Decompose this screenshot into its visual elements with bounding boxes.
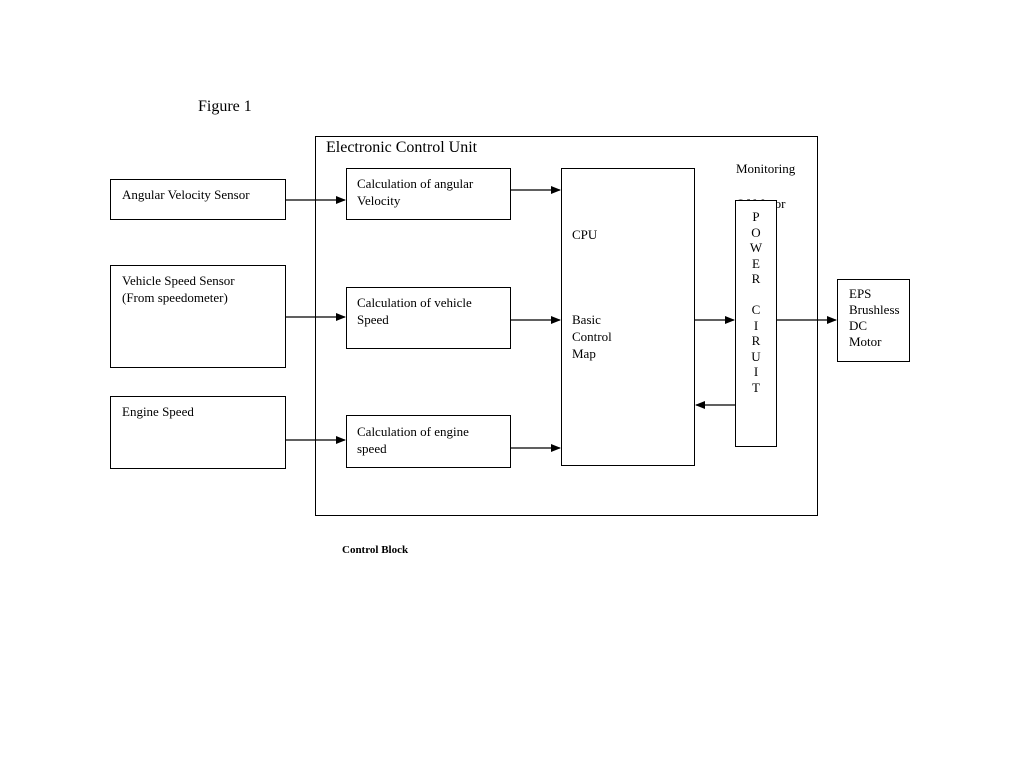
- power-circuit-label: P O W E R C I R U I T: [749, 209, 763, 395]
- engine-speed-label: Engine Speed: [122, 404, 194, 419]
- ecu-title: Electronic Control Unit: [326, 139, 478, 156]
- calc-vehicle-speed-box: Calculation of vehicle Speed: [346, 287, 511, 349]
- angular-velocity-sensor-box: Angular Velocity Sensor: [110, 179, 286, 220]
- engine-speed-box: Engine Speed: [110, 396, 286, 469]
- power-circuit-box: P O W E R C I R U I T: [735, 200, 777, 447]
- angular-velocity-sensor-label: Angular Velocity Sensor: [122, 187, 250, 202]
- monitoring-label: Monitoring: [736, 161, 796, 176]
- calc-angular-velocity-box: Calculation of angular Velocity: [346, 168, 511, 220]
- diagram-caption: Control Block: [342, 544, 409, 556]
- cpu-title: CPU: [572, 227, 598, 242]
- calc-angular-velocity-label: Calculation of angular Velocity: [357, 176, 474, 208]
- basic-control-map-label: Basic Control Map: [572, 312, 612, 361]
- figure-title: Figure 1: [198, 98, 252, 115]
- calc-engine-speed-label: Calculation of engine speed: [357, 424, 469, 456]
- vehicle-speed-sensor-label: Vehicle Speed Sensor (From speedometer): [122, 273, 235, 305]
- calc-engine-speed-box: Calculation of engine speed: [346, 415, 511, 468]
- eps-motor-label: EPS Brushless DC Motor: [849, 286, 900, 349]
- vehicle-speed-sensor-box: Vehicle Speed Sensor (From speedometer): [110, 265, 286, 368]
- calc-vehicle-speed-label: Calculation of vehicle Speed: [357, 295, 472, 327]
- cpu-box: CPU Basic Control Map: [561, 168, 695, 466]
- eps-motor-box: EPS Brushless DC Motor: [837, 279, 910, 362]
